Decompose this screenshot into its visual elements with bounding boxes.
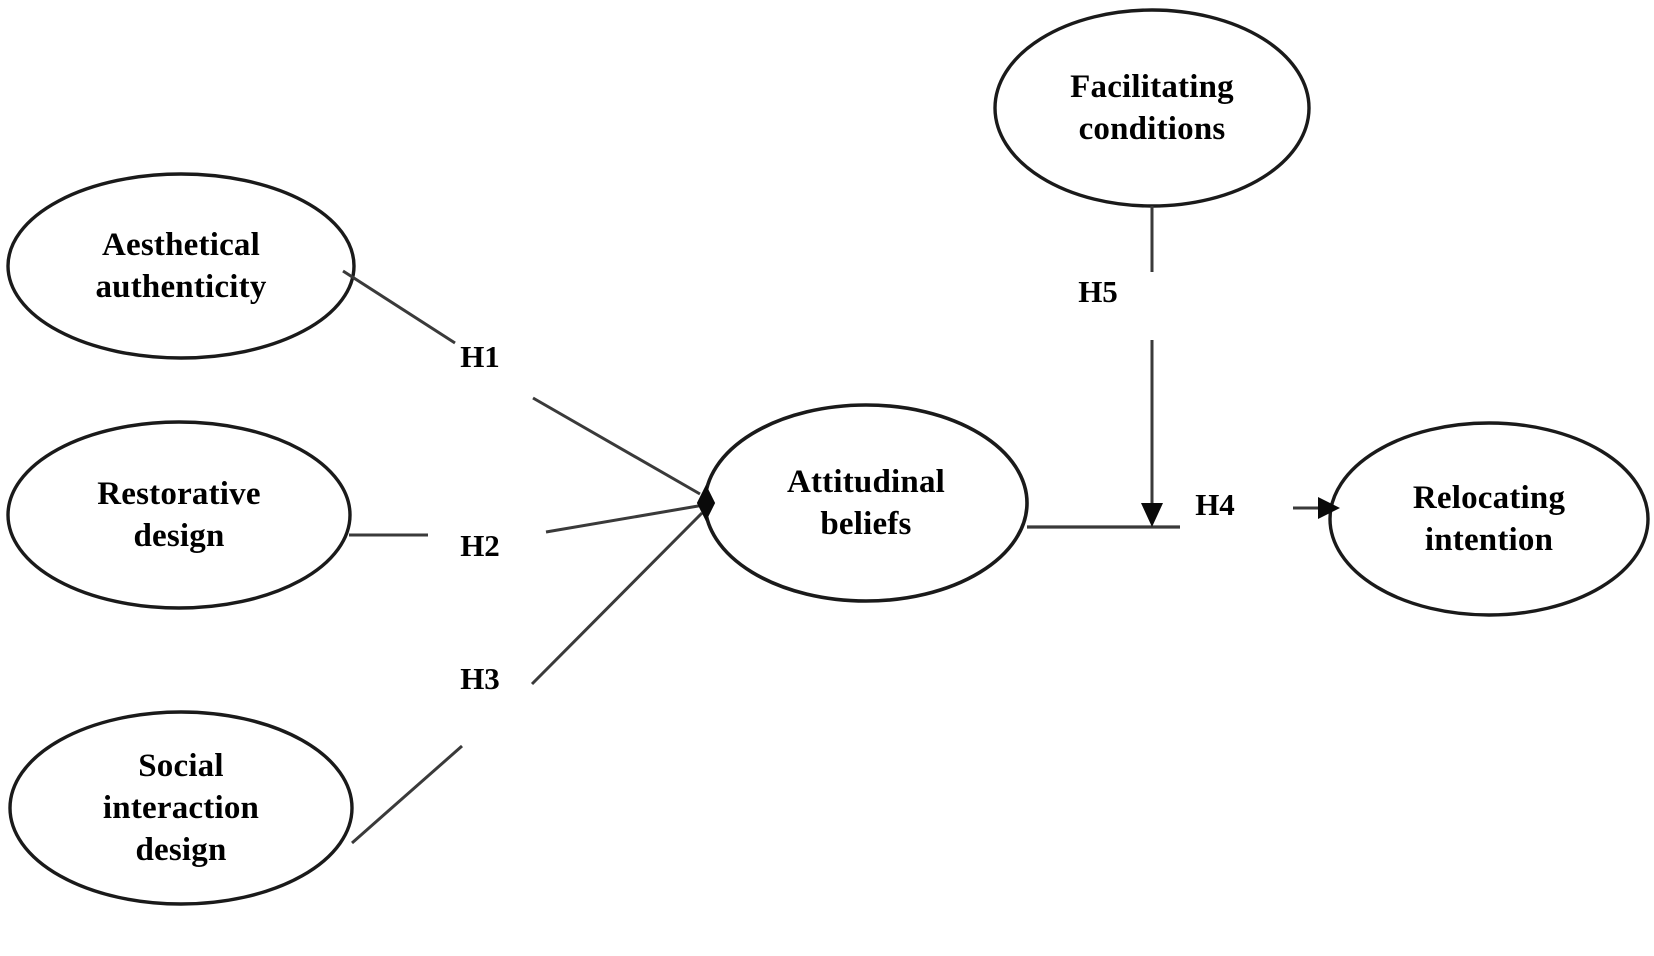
node-ellipse-facilitating-conditions[interactable] (993, 8, 1311, 208)
path-h3[interactable] (351, 511, 704, 845)
node-ellipse-attitudinal-beliefs[interactable] (703, 403, 1029, 603)
node-ellipse-social-interaction-design[interactable] (8, 710, 354, 906)
path-h5[interactable] (1141, 206, 1163, 527)
node-ellipse-restorative-design[interactable] (6, 420, 352, 610)
arrowhead-h5-icon (1141, 503, 1163, 527)
path-label-h1: H1 (460, 339, 500, 374)
path-label-h3: H3 (460, 661, 500, 696)
path-h4[interactable] (1027, 497, 1340, 529)
path-label-h5: H5 (1078, 274, 1118, 309)
path-h2[interactable] (349, 503, 705, 537)
path-label-h2: H2 (460, 528, 500, 563)
path-label-h4: H4 (1195, 487, 1235, 522)
path-h1[interactable] (342, 269, 701, 496)
node-ellipse-relocating-intention[interactable] (1328, 421, 1650, 617)
arrowhead-h4-icon (1318, 497, 1340, 519)
node-ellipse-aesthetical-authenticity[interactable] (6, 172, 356, 360)
diamond-junction-marker (696, 484, 716, 522)
